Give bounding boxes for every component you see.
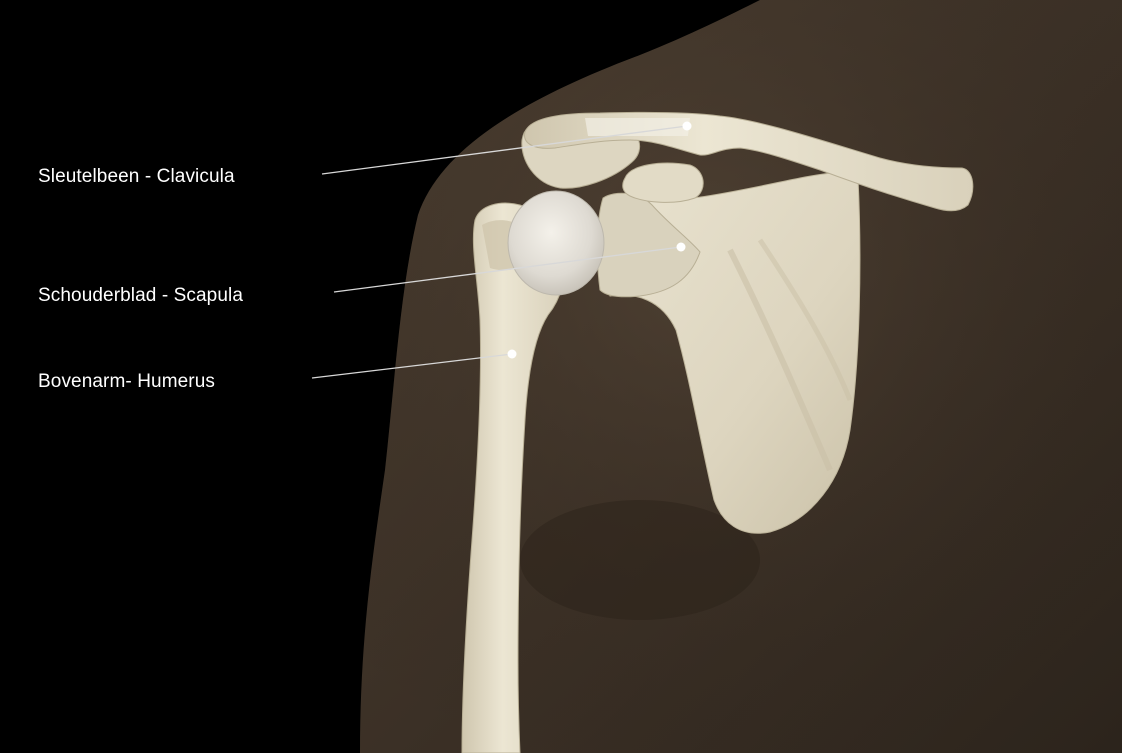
scapula-marker-dot <box>677 243 686 252</box>
clavicula-marker-dot <box>683 122 692 131</box>
humeral-head <box>508 191 604 295</box>
humerus-marker-dot <box>508 350 517 359</box>
label-scapula: Schouderblad - Scapula <box>38 286 243 305</box>
label-clavicula: Sleutelbeen - Clavicula <box>38 167 235 186</box>
label-humerus: Bovenarm- Humerus <box>38 372 215 391</box>
clavicle-highlight <box>585 118 690 136</box>
coracoid-process <box>623 163 703 202</box>
